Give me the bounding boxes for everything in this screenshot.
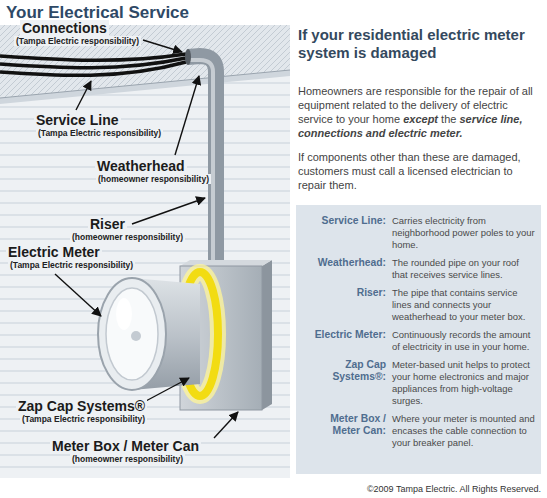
leader-arrow bbox=[55, 274, 101, 316]
term-label: Electric Meter: bbox=[300, 329, 386, 353]
service-wire bbox=[0, 54, 186, 60]
weatherhead-opening bbox=[185, 49, 191, 65]
weatherhead-pipe bbox=[188, 56, 216, 262]
responsibility-note: (Tampa Electric responsibility) bbox=[20, 414, 147, 424]
term-label: Service Line: bbox=[300, 215, 386, 251]
house-wall bbox=[0, 25, 290, 478]
term-label: Riser: bbox=[300, 287, 386, 323]
leader-arrow bbox=[76, 81, 91, 110]
term-label: Zap Cap Systems®: bbox=[300, 359, 386, 407]
leader-arrow bbox=[175, 76, 199, 155]
responsibility-note: (Tampa Electric responsibility) bbox=[36, 128, 163, 138]
responsibility-note: (homeowner responsibility) bbox=[70, 454, 185, 464]
responsibility-note: (homeowner responsibility) bbox=[70, 232, 185, 242]
responsibility-note: (homeowner responsibility) bbox=[96, 174, 211, 184]
glass-highlight bbox=[116, 298, 132, 330]
term-definition: Meter-based unit helps to protect your h… bbox=[392, 359, 535, 407]
body-text: the bbox=[441, 113, 456, 125]
part-name: Electric Meter bbox=[6, 244, 102, 260]
service-wire bbox=[0, 62, 186, 75]
service-wire bbox=[0, 58, 186, 68]
part-name: Weatherhead bbox=[95, 158, 187, 174]
term-definition: The pipe that contains service lines and… bbox=[392, 287, 535, 323]
leader-arrows bbox=[55, 40, 238, 438]
part-name: Connections bbox=[20, 20, 109, 36]
responsibility-note: (Tampa Electric responsibility) bbox=[8, 260, 135, 270]
panel-heading: If your residential electric meter syste… bbox=[298, 26, 530, 62]
term-definition: The rounded pipe on your roof that recei… bbox=[392, 257, 535, 281]
meter-glass bbox=[106, 288, 158, 380]
body-paragraph: Homeowners are responsible for the repai… bbox=[298, 84, 536, 140]
term-definition: Carries electricity from neighborhood po… bbox=[392, 215, 535, 251]
leader-arrow bbox=[143, 40, 182, 52]
term-label: Weatherhead: bbox=[300, 257, 386, 281]
part-name: Service Line bbox=[34, 112, 121, 128]
term-definition: Where your meter is mounted and encases … bbox=[392, 413, 535, 449]
box-side bbox=[262, 260, 272, 410]
copyright-caption: ©2009 Tampa Electric. All Rights Reserve… bbox=[367, 484, 541, 495]
siding-wall bbox=[0, 25, 290, 478]
meter-dial bbox=[131, 331, 141, 341]
riser-pipe bbox=[185, 49, 216, 262]
responsibility-note: (Tampa Electric responsibility) bbox=[14, 36, 141, 46]
emphasis-text: except bbox=[403, 113, 438, 125]
leader-arrow bbox=[214, 412, 238, 438]
box-top bbox=[180, 260, 272, 266]
leader-arrow bbox=[132, 198, 205, 224]
electric-meter bbox=[98, 278, 200, 390]
term-definition: Continuously records the amount of elect… bbox=[392, 329, 535, 353]
service-wires bbox=[0, 54, 186, 75]
pipe-highlight bbox=[190, 60, 213, 262]
leader-arrow bbox=[144, 378, 189, 402]
meter-face bbox=[98, 278, 166, 390]
part-name: Meter Box / Meter Can bbox=[50, 438, 201, 454]
body-paragraph: If components other than these are damag… bbox=[298, 150, 536, 192]
part-name: Riser bbox=[88, 216, 127, 232]
definition-panel: Service Line:Carries electricity from ne… bbox=[296, 205, 541, 474]
term-label: Meter Box / Meter Can: bbox=[300, 413, 386, 449]
part-name: Zap Cap Systems® bbox=[16, 398, 147, 414]
